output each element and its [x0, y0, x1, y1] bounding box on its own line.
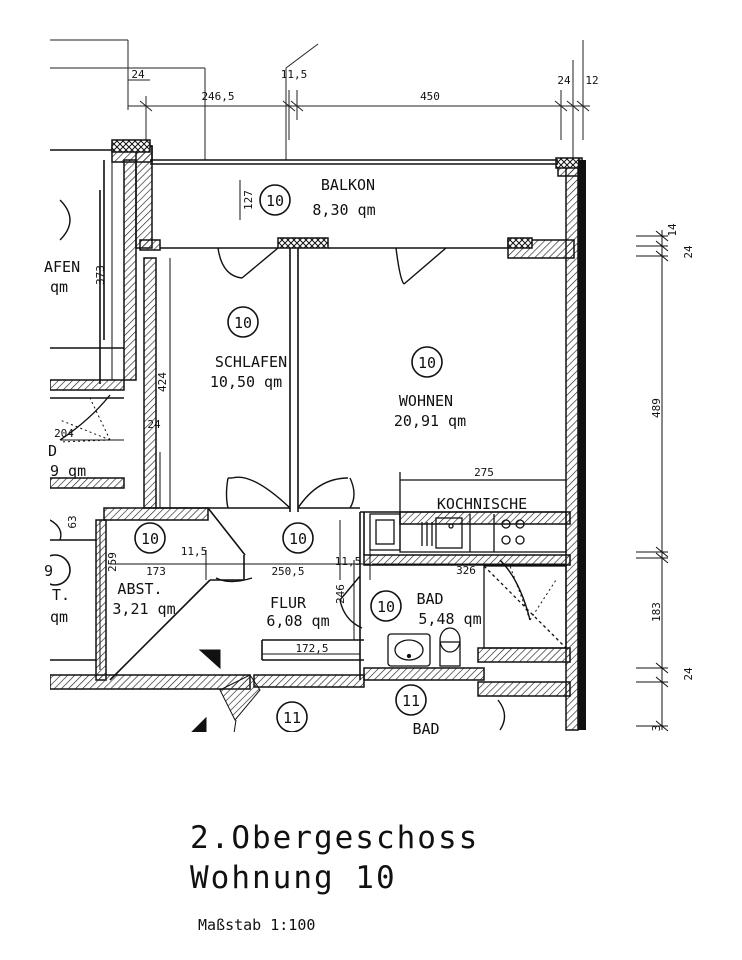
- balkon-number: 10: [266, 192, 284, 210]
- dim-left-204: 204: [54, 427, 74, 440]
- bathroom-fixtures: [387, 565, 567, 667]
- dim-schlafen-424: 424: [156, 372, 169, 392]
- schlafen-number-circle: [227, 306, 259, 338]
- room-number-circles: [134, 184, 443, 733]
- neighbor-bottom-2-circle: [395, 684, 427, 716]
- wall-caps: [111, 139, 583, 249]
- plan-left-edge-mask: [0, 0, 50, 800]
- dim-bad-326: 326: [456, 564, 476, 577]
- kitchen-counter: [369, 472, 567, 553]
- dim-right-183: 183: [650, 602, 663, 622]
- neighbor-bottom-1-number: 11: [283, 709, 301, 727]
- neighbor-left-bottom-name: T.: [52, 586, 70, 604]
- wohnen-number-circle: [411, 346, 443, 378]
- flur-number: 10: [289, 530, 307, 548]
- bad-number-circle: [370, 590, 402, 622]
- dim-top-24: 24: [131, 68, 145, 81]
- dim-right-489: 489: [650, 398, 663, 418]
- scale-label: Maßstab 1:100: [198, 916, 316, 934]
- dim-right-14: 14: [666, 223, 679, 237]
- interior-dimension-lines: [60, 160, 566, 670]
- dim-right-24-top: 24: [682, 245, 695, 259]
- top-dimension-lines: [50, 39, 590, 160]
- schlafen-area: 10,50 qm: [210, 373, 282, 391]
- floor-plan: 10 BALKON 8,30 qm 10 SCHLAFEN 10,50 qm 1…: [0, 0, 695, 800]
- neighbor-left-bottom-number: 9: [44, 562, 53, 580]
- balkon-area: 8,30 qm: [312, 201, 375, 219]
- dim-right-3: 3: [650, 725, 663, 732]
- neighbor-left-top-area: qm: [50, 278, 68, 296]
- dim-top-246-5: 246,5: [201, 90, 234, 103]
- thin-wall-lines: [50, 149, 558, 681]
- right-dimension-line: [636, 230, 669, 732]
- outer-wall-right: [578, 160, 586, 730]
- floor-title: 2.Obergeschoss: [190, 820, 480, 856]
- dim-flur-246: 246: [334, 584, 347, 604]
- schlafen-number: 10: [234, 314, 252, 332]
- dim-flur-172-5: 172,5: [295, 642, 328, 655]
- bad-name: BAD: [416, 590, 443, 608]
- dim-top-right-24: 24: [557, 74, 571, 87]
- apartment-title: Wohnung 10: [190, 860, 397, 896]
- flur-name: FLUR: [270, 594, 307, 612]
- balkon-number-circle: [259, 184, 291, 216]
- wohnen-number: 10: [418, 354, 436, 372]
- dim-top-450: 450: [420, 90, 440, 103]
- dim-schlafen-24: 24: [147, 418, 161, 431]
- flur-area: 6,08 qm: [266, 612, 329, 630]
- title-block: 2.Obergeschoss Wohnung 10: [190, 818, 479, 898]
- dim-flur-11-5-b: 11,5: [335, 555, 362, 568]
- neighbor-bottom-2-number: 11: [402, 692, 420, 710]
- bad-number: 10: [377, 598, 395, 616]
- dim-left-259: 259: [106, 552, 119, 572]
- abst-number: 10: [141, 530, 159, 548]
- neighbor-left-mid-area: 9 qm: [50, 462, 86, 480]
- dim-top-right-12: 12: [585, 74, 598, 87]
- neighbor-left-top-name: AFEN: [44, 258, 80, 276]
- dim-balkon-127: 127: [242, 190, 255, 210]
- dim-flur-173: 173: [146, 565, 166, 578]
- balkon-name: BALKON: [321, 176, 375, 194]
- neighbor-left-mid-name: D: [48, 442, 57, 460]
- abst-area: 3,21 qm: [112, 600, 175, 618]
- dim-kueche-275: 275: [474, 466, 494, 479]
- dim-flur-11-5-a: 11,5: [181, 545, 208, 558]
- kochnische-label: KOCHNISCHE: [437, 495, 527, 513]
- swing-lines: [59, 397, 557, 621]
- flur-number-circle: [282, 522, 314, 554]
- abst-number-circle: [134, 522, 166, 554]
- dim-left-373: 373: [94, 265, 107, 285]
- wohnen-area: 20,91 qm: [394, 412, 466, 430]
- wohnen-name: WOHNEN: [399, 392, 453, 410]
- neighbor-left-bottom-area: qm: [50, 608, 68, 626]
- schlafen-name: SCHLAFEN: [215, 353, 287, 371]
- dim-right-24-bottom: 24: [682, 667, 695, 681]
- dim-left-63: 63: [66, 515, 79, 528]
- dim-top-11-5: 11,5: [281, 68, 308, 81]
- plan-bottom-edge-mask: [160, 732, 590, 800]
- doors: [49, 199, 531, 731]
- dim-flur-250-5: 250,5: [271, 565, 304, 578]
- bad-area: 5,48 qm: [418, 610, 481, 628]
- neighbor-bottom-2-name: BAD: [412, 720, 439, 738]
- walls: [49, 145, 581, 731]
- abst-name: ABST.: [117, 580, 162, 598]
